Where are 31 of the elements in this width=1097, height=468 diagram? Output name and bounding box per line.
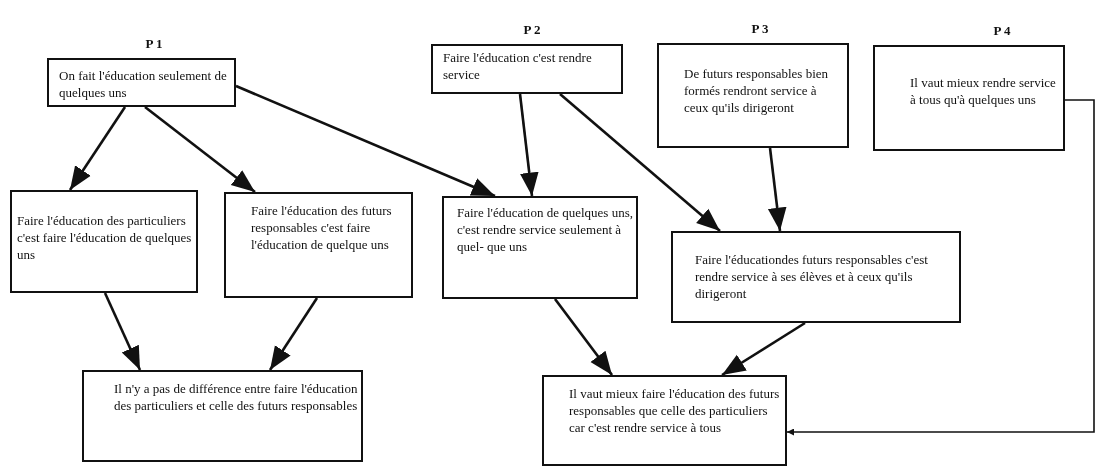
arrow [68, 106, 127, 191]
arrow [103, 292, 142, 371]
statement-box [542, 375, 787, 466]
statement-box [10, 190, 198, 293]
arrow [235, 84, 496, 198]
statement-text: Faire l'éducationdes futurs responsables c'est rendre service à ses élèves et à ceux qu'ils dirigeront [695, 251, 929, 302]
statement-box [671, 231, 961, 323]
statement-box [82, 370, 363, 462]
statement-box [442, 196, 638, 299]
statement-box [224, 192, 413, 298]
statement-text: Il vaut mieux faire l'éducation des futurs responsables que celle des particuliers car c'est rendre service à tous [569, 385, 781, 436]
arrow [786, 99, 1095, 436]
premise-heading: P 4 [993, 23, 1011, 39]
arrow [518, 93, 539, 197]
arrow [144, 105, 256, 194]
premise-heading: P 1 [145, 36, 163, 52]
statement-text: Il n'y a pas de différence entre faire l'éducation des particuliers et celle des futurs responsables [114, 380, 359, 414]
statement-text: Faire l'éducation c'est rendre service [443, 49, 593, 83]
statement-text: Il vaut mieux rendre service à tous qu'à quelques uns [910, 74, 1057, 108]
arrow [268, 297, 319, 371]
statement-text: De futurs responsables bien formés rendront service à ceux qu'ils dirigeront [684, 65, 830, 116]
statement-text: Faire l'éducation des particuliers c'est faire l'éducation de quelques uns [17, 212, 193, 263]
premise-heading: P 2 [523, 22, 541, 38]
arrow [721, 321, 806, 377]
arrow [559, 93, 721, 232]
statement-text: Faire l'éducation des futurs responsables c'est faire l'éducation de quelque uns [251, 202, 393, 253]
arrow [553, 298, 614, 376]
statement-text: Faire l'éducation de quelques uns, c'est rendre service seulement à quel- que uns [457, 204, 634, 255]
statement-text: On fait l'éducation seulement de quelques uns [59, 67, 228, 101]
arrow [767, 147, 787, 232]
premise-heading: P 3 [751, 21, 769, 37]
